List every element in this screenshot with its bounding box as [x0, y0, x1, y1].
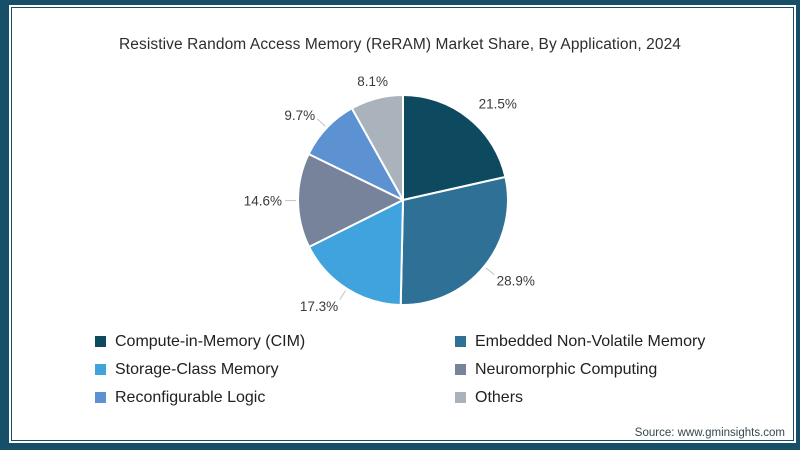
pie-percentage-label: 9.7%	[284, 108, 315, 123]
legend-swatch-icon	[455, 392, 466, 403]
legend-item-compute-in-memory-cim: Compute-in-Memory (CIM)	[95, 332, 455, 351]
legend-label: Reconfigurable Logic	[115, 389, 266, 406]
chart-title: Resistive Random Access Memory (ReRAM) M…	[118, 36, 682, 53]
legend: Compute-in-Memory (CIM) Embedded Non-Vola…	[95, 332, 735, 407]
legend-label: Neuromorphic Computing	[475, 361, 658, 378]
legend-item-neuromorphic-computing: Neuromorphic Computing	[455, 360, 735, 379]
legend-label: Others	[475, 389, 524, 406]
pie-percentage-label: 28.9%	[497, 274, 535, 289]
source-attribution: Source: www.gminsights.com	[634, 427, 785, 439]
pie-slice-embedded-non-volatile-memory	[399, 176, 509, 307]
label-leader-line	[316, 118, 326, 127]
legend-swatch-icon	[455, 364, 466, 375]
legend-item-reconfigurable-logic: Reconfigurable Logic	[95, 388, 455, 407]
label-leader-line	[339, 290, 347, 300]
pie-slice-storage-class-memory	[308, 199, 404, 306]
legend-swatch-icon	[95, 392, 106, 403]
legend-swatch-icon	[95, 336, 106, 347]
pie-slice-compute-in-memory-cim	[402, 94, 507, 201]
legend-label: Embedded Non-Volatile Memory	[475, 333, 706, 350]
pie-percentage-label: 8.1%	[357, 74, 388, 89]
pie-percentage-label: 21.5%	[479, 97, 517, 112]
legend-item-embedded-non-volatile-memory: Embedded Non-Volatile Memory	[455, 332, 735, 351]
pie-slice-neuromorphic-computing	[297, 153, 404, 248]
pie-percentage-label: 14.6%	[244, 194, 282, 209]
label-leader-line	[485, 267, 495, 276]
legend-swatch-icon	[95, 364, 106, 375]
legend-label: Storage-Class Memory	[115, 361, 279, 378]
legend-item-storage-class-memory: Storage-Class Memory	[95, 360, 455, 379]
legend-swatch-icon	[455, 336, 466, 347]
legend-item-others: Others	[455, 388, 735, 407]
pie-slice-others	[350, 94, 404, 201]
legend-label: Compute-in-Memory (CIM)	[115, 333, 306, 350]
pie-percentage-label: 17.3%	[300, 299, 338, 314]
